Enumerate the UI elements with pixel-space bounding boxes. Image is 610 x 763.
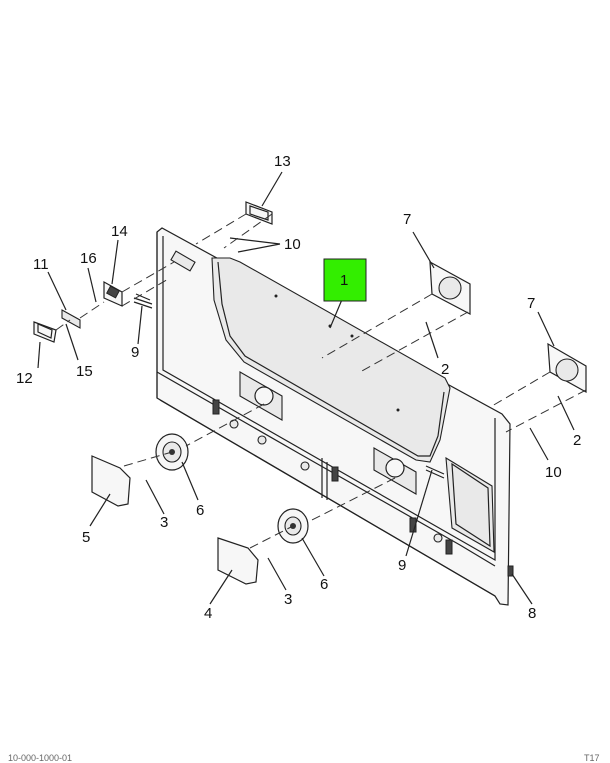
callout-1-highlight[interactable]	[323, 258, 367, 302]
callout-10-top: 10	[284, 236, 301, 253]
callout-11: 11	[33, 256, 49, 273]
callout-13: 13	[274, 153, 291, 170]
callout-labels: 1 13 10 14 16 11 15 12 9 7 7 2 2 10 8 9 …	[16, 153, 581, 622]
callout-3-right: 3	[284, 591, 292, 608]
callout-7-upper: 7	[403, 211, 411, 228]
leader-lines	[37, 171, 575, 605]
callout-2-lower: 2	[573, 432, 581, 449]
footer-right: T17	[584, 753, 600, 763]
switch-bezel-14	[103, 280, 123, 307]
speaker-bracket-upper	[429, 260, 471, 315]
callout-10-lower: 10	[545, 464, 562, 481]
alignment-lines	[55, 213, 587, 549]
clip-13	[245, 201, 273, 225]
callout-9-right: 9	[398, 557, 406, 574]
callout-3-left: 3	[160, 514, 168, 531]
callout-7-lower: 7	[527, 295, 535, 312]
fastener-8	[507, 565, 514, 577]
spring-9-right	[425, 465, 445, 479]
callout-2-upper: 2	[441, 361, 449, 378]
speaker-grille-5	[91, 455, 131, 507]
callout-16: 16	[80, 250, 97, 267]
footer-left: 10-000-1000-01	[8, 753, 73, 763]
callout-15: 15	[76, 363, 93, 380]
callout-6-left: 6	[196, 502, 204, 519]
switch-bracket-11	[61, 309, 81, 329]
spring-9-left	[133, 293, 153, 309]
callout-14: 14	[111, 223, 128, 240]
speaker-bracket-lower	[547, 342, 587, 394]
callout-6-right: 6	[320, 576, 328, 593]
callout-5: 5	[82, 529, 90, 546]
speaker-grille-4	[217, 537, 259, 585]
switch-plate-12	[33, 321, 57, 343]
callout-4: 4	[204, 605, 212, 622]
callout-1: 1	[340, 272, 348, 289]
callout-8: 8	[528, 605, 536, 622]
callout-12: 12	[16, 370, 33, 387]
back-panel	[156, 227, 511, 606]
callout-9-left: 9	[131, 344, 139, 361]
